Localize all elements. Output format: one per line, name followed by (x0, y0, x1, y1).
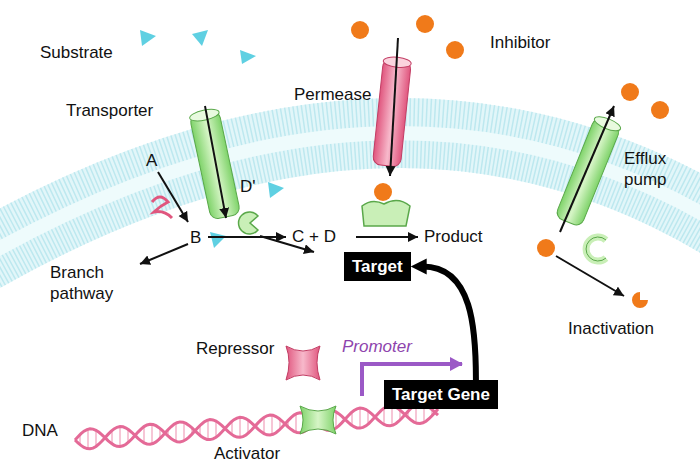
branch-pathway-label: Branch pathway (50, 262, 135, 304)
dna-strand (75, 406, 438, 447)
molecule-label: D' (240, 176, 256, 197)
pathway-enzyme (152, 197, 172, 218)
box-text: Target Gene (392, 385, 490, 404)
transporter-label: Transporter (66, 100, 153, 121)
target-enzyme (362, 200, 410, 226)
uptake-arrow (205, 106, 226, 218)
promoter-label: Promoter (342, 336, 412, 357)
dna-rung (151, 424, 153, 444)
metabolite-label: A (146, 150, 157, 171)
inhibitor-molecules (351, 15, 669, 257)
dna-rung (175, 423, 177, 441)
efflux-pump-channel (555, 114, 623, 227)
inactivating-enzyme (586, 237, 606, 261)
metabolite-label: B (190, 227, 201, 248)
product-label: Product (424, 226, 483, 247)
dna-rung (207, 420, 209, 440)
dna-rung (119, 427, 121, 447)
dna-rung (383, 408, 385, 424)
dna-rung (183, 423, 185, 441)
dna-rung (263, 417, 265, 433)
inactivation-arrow (556, 256, 624, 296)
dna-strand (75, 404, 438, 449)
b-to-cd-arrow (208, 236, 286, 238)
substrate-label: Substrate (40, 42, 113, 63)
inactivating-enzyme-outline (586, 237, 606, 261)
activator-label: Activator (214, 443, 280, 464)
efflux-pump-label: Efflux pump (624, 148, 694, 190)
cd-to-product-arrow (356, 236, 418, 238)
metabolite-label: C + D (292, 226, 336, 247)
inhibitor-uptake-arrow (390, 38, 398, 176)
inhibitor-label: Inhibitor (490, 32, 550, 53)
dna-label: DNA (22, 420, 58, 441)
inactivated-inhibitor (632, 292, 648, 308)
dna-rung (271, 415, 273, 435)
dna-rung (143, 427, 145, 443)
repressor-protein (286, 346, 320, 380)
dna-helix (75, 404, 438, 449)
box-text: Target (352, 257, 403, 276)
substrate-molecules (140, 30, 284, 248)
dna-rung (359, 408, 361, 428)
bound-inhibitor (374, 183, 392, 201)
dna-rung (87, 429, 89, 449)
dna-rung (95, 430, 97, 446)
dna-rung (295, 414, 297, 432)
dna-rung (239, 417, 241, 437)
efflux-arrow (560, 106, 614, 232)
expression-arrow (423, 267, 476, 381)
permease-label: Permease (294, 84, 371, 105)
branch-arrow (140, 244, 188, 264)
transporter-channel (189, 107, 241, 220)
activator-protein (300, 406, 336, 434)
black-label-box: Target Gene (384, 380, 498, 409)
dna-rung (215, 421, 217, 437)
d-enzyme (239, 212, 258, 234)
repressor-label: Repressor (196, 338, 274, 359)
dna-rung (335, 412, 337, 428)
black-label-box: Target (344, 252, 411, 281)
inactivation-label: Inactivation (568, 318, 654, 339)
